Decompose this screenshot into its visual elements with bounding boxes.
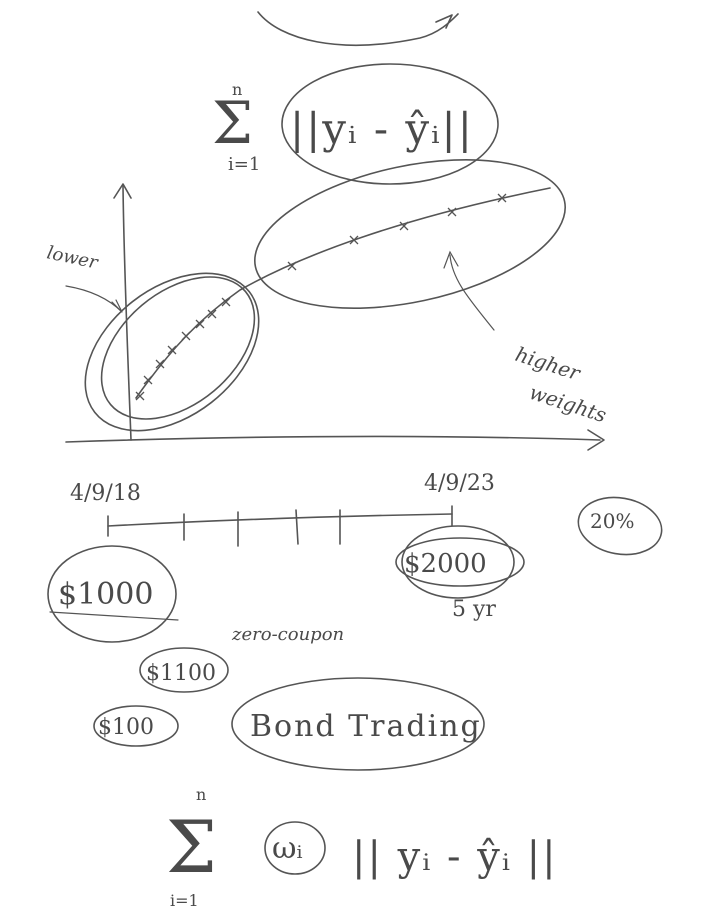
top-arc-stroke: [257, 11, 459, 46]
higher-label-line1: higher: [512, 342, 584, 386]
marker: [207, 309, 217, 319]
timeline-line: [107, 513, 453, 527]
marker: [287, 261, 297, 271]
bottom-sum-lower: i=1: [170, 891, 199, 906]
principal-underline: [49, 611, 179, 621]
price-b-circle: [93, 705, 179, 747]
principal-circle: [47, 545, 177, 643]
bond-trading-title: Bond Trading: [250, 709, 482, 744]
side-note-circle: [577, 496, 663, 556]
y-axis: [122, 185, 132, 441]
bottom-sum-upper: n: [196, 785, 206, 804]
top-sum-upper: n: [232, 80, 242, 99]
higher-pointer: [449, 254, 495, 331]
weights-graph: lower higher weights: [45, 159, 609, 451]
marker: [447, 207, 457, 217]
bond-timeline: 4/9/18 4/9/23: [70, 471, 495, 547]
marker: [497, 193, 507, 203]
marker: [143, 375, 153, 385]
higher-pointer-head: [443, 250, 459, 269]
higher-label-line2: weights: [526, 380, 609, 427]
end-date: 4/9/23: [424, 471, 495, 496]
price-b: $100: [98, 715, 154, 740]
data-curve: [135, 187, 551, 399]
bond-values: $1000 $2000 5 yr 20% zero-coupon $1100 $…: [47, 496, 663, 771]
bond-type: zero-coupon: [231, 624, 344, 645]
top-arrow-head: [435, 14, 453, 29]
timeline-ticks: [107, 505, 453, 547]
bottom-formula-body: || yᵢ - ŷᵢ ||: [352, 834, 558, 880]
principal-value: $1000: [58, 577, 153, 612]
face-value-circle-2: [401, 525, 515, 599]
face-value: $2000: [404, 549, 487, 579]
lower-label: lower: [45, 242, 101, 273]
marker: [195, 319, 205, 329]
bottom-sum-sign: Σ: [166, 805, 217, 889]
top-sum-lower: i=1: [228, 154, 260, 175]
marker: [135, 391, 145, 401]
top-sum-sign: Σ: [212, 89, 253, 157]
marker: [167, 345, 177, 355]
marker: [155, 359, 165, 369]
marker: [399, 221, 409, 231]
term-label: 5 yr: [452, 597, 496, 622]
y-axis-arrow: [113, 183, 132, 199]
higher-weights-circle: [254, 159, 566, 309]
price-a-circle: [139, 647, 229, 693]
start-date: 4/9/18: [70, 481, 141, 506]
x-axis: [65, 435, 601, 443]
data-markers: [135, 193, 507, 401]
lower-pointer: [65, 285, 123, 313]
lower-weights-circle: [84, 272, 260, 432]
bottom-weight: ωᵢ: [272, 831, 303, 866]
marker: [181, 331, 191, 341]
marker: [221, 297, 231, 307]
weight-circle: [264, 821, 326, 875]
lower-weights-circle-inner: [100, 276, 256, 420]
bond-trading-circle: [231, 677, 485, 771]
top-formula-circle: [281, 63, 499, 185]
bottom-formula: n Σ i=1 ωᵢ || yᵢ - ŷᵢ ||: [166, 785, 558, 906]
side-note: 20%: [590, 509, 634, 533]
face-value-circle: [395, 537, 525, 587]
x-axis-arrow: [587, 429, 605, 451]
lower-pointer-head: [111, 299, 123, 313]
price-a: $1100: [146, 661, 216, 686]
marker: [349, 235, 359, 245]
top-formula: n Σ i=1 ||yᵢ - ŷᵢ||: [212, 63, 499, 185]
top-formula-body: ||yᵢ - ŷᵢ||: [290, 104, 474, 153]
